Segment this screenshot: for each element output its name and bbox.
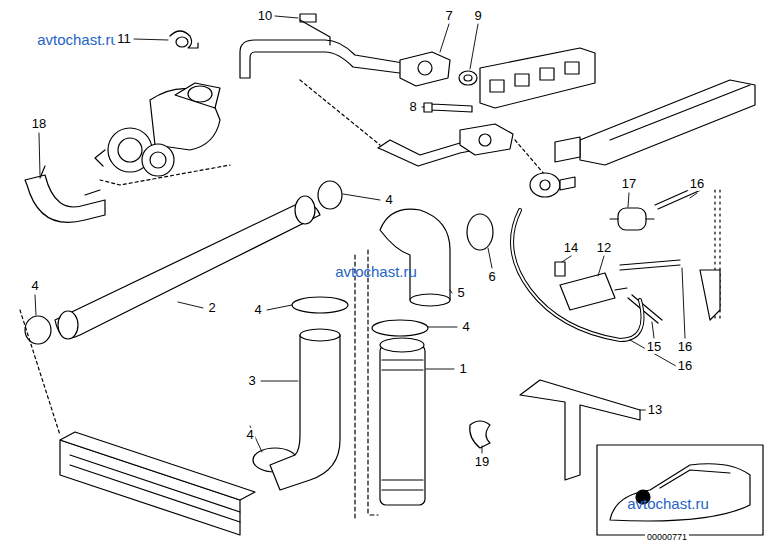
callout-number: 13 [646,403,664,417]
callout-number: 15 [645,340,663,354]
callout-number: 4 [252,303,263,317]
callout-number: 4 [460,320,471,334]
callout-number: 16 [688,177,706,191]
drawing-number: 00000771 [645,533,689,543]
callout-number: 8 [407,100,418,114]
callout-number: 4 [383,193,394,207]
callout-number: 14 [562,241,580,255]
callout-number: 9 [472,9,483,23]
callout-number: 11 [115,32,133,46]
watermark: avtochast.ru [625,496,711,513]
callout-number: 19 [473,455,491,469]
callout-number: 16 [676,359,694,373]
callout-number: 6 [486,270,497,284]
callout-number: 2 [206,301,217,315]
callout-number: 10 [256,9,274,23]
callout-number: 12 [595,241,613,255]
callout-number: 3 [246,374,257,388]
callout-number: 18 [30,117,48,131]
callout-number: 5 [455,286,466,300]
callout-number: 1 [457,362,468,376]
callout-number: 4 [29,279,40,293]
callout-number: 4 [244,428,255,442]
callout-number: 17 [620,177,638,191]
callout-number: 7 [443,9,454,23]
callout-number: 16 [676,340,694,354]
watermark: avtochast.ru [35,32,121,49]
watermark: avtochast.ru [333,264,419,281]
